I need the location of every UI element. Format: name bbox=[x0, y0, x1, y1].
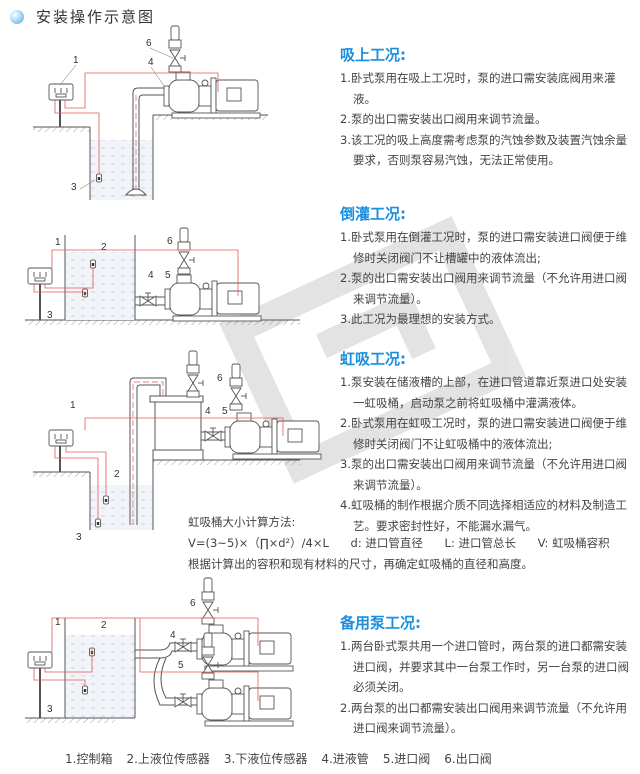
label-2: 2 bbox=[101, 620, 107, 631]
formula-d-definition: d: 进口管直径 bbox=[350, 536, 423, 550]
legend-item: 3.下液位传感器 bbox=[223, 752, 308, 766]
list-item: 2.泵的出口需安装出口阀用来调节流量（不允许用进口阀来调节流量）。 bbox=[340, 271, 627, 306]
label-6: 6 bbox=[217, 373, 223, 384]
label-2: 2 bbox=[114, 469, 120, 480]
section-title: 吸上工况: bbox=[340, 46, 406, 64]
diagram-standby-pump: 1 2 3 4 5 6 bbox=[25, 577, 294, 727]
label-5: 5 bbox=[165, 270, 171, 281]
standby-pump-icon bbox=[196, 679, 294, 727]
formula-l-definition: L: 进口管总长 bbox=[444, 536, 516, 550]
list-item: 1.卧式泵用在倒灌工况时，泵的进口需安装进口阀便于维修时关闭阀门不让槽罐中的液体… bbox=[340, 230, 627, 265]
label-6: 6 bbox=[190, 598, 196, 609]
section-title: 备用泵工况: bbox=[340, 614, 421, 632]
label-4: 4 bbox=[205, 406, 211, 417]
list-item: 2.泵的出口需安装出口阀用来调节流量。 bbox=[340, 112, 547, 126]
high-level-sensor-icon bbox=[103, 495, 109, 505]
list-item: 1.泵安装在储液槽的上部，在进口管道靠近泵进口处安装一虹吸桶，启动泵之前将虹吸桶… bbox=[340, 375, 627, 410]
section-suction-lift: 吸上工况: 1.卧式泵用在吸上工况时，泵的进口需安装底阀用来灌液。 2.泵的出口… bbox=[340, 44, 630, 171]
pump-icon bbox=[163, 71, 261, 119]
inlet-valve-icon bbox=[204, 427, 222, 442]
control-box-icon bbox=[27, 651, 53, 669]
label-5: 5 bbox=[222, 406, 228, 417]
list-item: 2.两台泵的出口都需安装出口阀用来调节流量（不允许用进口阀来调节流量）。 bbox=[340, 700, 627, 736]
legend-item: 6.出口阀 bbox=[444, 752, 492, 766]
siphon-top-valve-icon bbox=[186, 350, 204, 398]
list-item: 1.两台卧式泵共用一个进口管时，两台泵的进口都需安装进口阀，并要求其中一台泵工作… bbox=[340, 639, 629, 694]
pump-icon bbox=[224, 412, 322, 460]
label-6: 6 bbox=[146, 38, 152, 49]
list-item: 2.卧式泵用在虹吸工况时，泵的进口需安装进口阀便于维修时关闭阀门不让虹吸桶中的液… bbox=[340, 416, 627, 451]
label-3: 3 bbox=[47, 310, 53, 321]
label-3: 3 bbox=[47, 704, 53, 715]
control-box-icon bbox=[48, 83, 74, 101]
label-4: 4 bbox=[148, 57, 154, 68]
label-1: 1 bbox=[73, 55, 79, 66]
page-header: 安装操作示意图 bbox=[10, 6, 155, 27]
control-box-icon bbox=[48, 429, 74, 447]
label-3: 3 bbox=[76, 532, 82, 543]
section-siphon: 虹吸工况: 1.泵安装在储液槽的上部，在进口管道靠近泵进口处安装一虹吸桶，启动泵… bbox=[340, 348, 630, 536]
label-4: 4 bbox=[170, 630, 176, 641]
bullet-ball-icon bbox=[10, 9, 24, 24]
page-title: 安装操作示意图 bbox=[36, 8, 156, 26]
siphon-formula: 虹吸桶大小计算方法: V=(3~5)×（∏×d²）/4×L d: 进口管直径 L… bbox=[188, 512, 610, 575]
formula-heading: 虹吸桶大小计算方法: bbox=[188, 515, 296, 529]
section-title: 虹吸工况: bbox=[340, 350, 406, 368]
list-item: 4.虹吸桶的制作根据介质不同选择相适应的材料及制造工艺。要求密封性好，不能漏水漏… bbox=[340, 498, 627, 533]
formula-expression: V=(3~5)×（∏×d²）/4×L bbox=[188, 536, 329, 550]
control-box-icon bbox=[27, 267, 53, 285]
diagram-siphon: 1 2 3 4 5 6 bbox=[33, 350, 322, 543]
inlet-valve-icon bbox=[139, 292, 157, 307]
section-flooded-suction: 倒灌工况: 1.卧式泵用在倒灌工况时，泵的进口需安装进口阀便于维修时关闭阀门不让… bbox=[340, 203, 630, 330]
list-item: 3.该工况的吸上高度需考虑泵的汽蚀参数及装置汽蚀余量要求，否则泵容易汽蚀，无法正… bbox=[340, 132, 627, 168]
parts-legend: 1.控制箱 2.上液位传感器 3.下液位传感器 4.进液管 5.进口阀 6.出口… bbox=[65, 750, 492, 767]
outlet-valve-icon bbox=[201, 577, 219, 625]
label-1: 1 bbox=[55, 237, 61, 248]
legend-item: 1.控制箱 bbox=[65, 752, 113, 766]
formula-note: 根据计算出的容积和现有材料的尺寸，再确定虹吸桶的直径和高度。 bbox=[188, 557, 533, 571]
list-item: 1.卧式泵用在吸上工况时，泵的进口需安装底阀用来灌液。 bbox=[340, 71, 616, 106]
outlet-valve-icon bbox=[177, 227, 195, 275]
diagram-flooded-suction: 1 2 3 4 5 6 bbox=[25, 227, 300, 325]
high-level-sensor-icon bbox=[90, 259, 96, 269]
section-title: 倒灌工况: bbox=[340, 205, 406, 223]
low-level-sensor-icon bbox=[82, 685, 88, 695]
low-level-sensor-icon bbox=[96, 173, 102, 183]
label-2: 2 bbox=[101, 242, 107, 253]
label-4: 4 bbox=[148, 270, 154, 281]
label-3: 3 bbox=[71, 182, 77, 193]
list-item: 3.泵的出口需安装出口阀用来调节流量（不允许用进口阀来调节流量）。 bbox=[340, 457, 627, 492]
legend-item: 2.上液位传感器 bbox=[126, 752, 210, 766]
label-1: 1 bbox=[55, 617, 61, 628]
outlet-valve-icon bbox=[168, 25, 186, 73]
inlet-valve-icon bbox=[174, 638, 192, 653]
pump-icon bbox=[164, 274, 262, 322]
label-6: 6 bbox=[167, 236, 173, 247]
legend-item: 5.进口阀 bbox=[382, 752, 431, 766]
list-item: 3.此工况为最理想的安装方式。 bbox=[340, 312, 501, 326]
legend-item: 4.进液管 bbox=[321, 752, 369, 766]
formula-v-definition: V: 虹吸桶容积 bbox=[537, 536, 610, 550]
section-standby-pump: 备用泵工况: 1.两台卧式泵共用一个进口管时，两台泵的进口都需安装进口阀，并要求… bbox=[340, 612, 630, 739]
low-level-sensor-icon bbox=[95, 518, 101, 528]
diagram-suction-lift: 1 3 4 6 bbox=[33, 25, 268, 200]
label-1: 1 bbox=[70, 400, 76, 411]
label-5: 5 bbox=[178, 660, 184, 671]
